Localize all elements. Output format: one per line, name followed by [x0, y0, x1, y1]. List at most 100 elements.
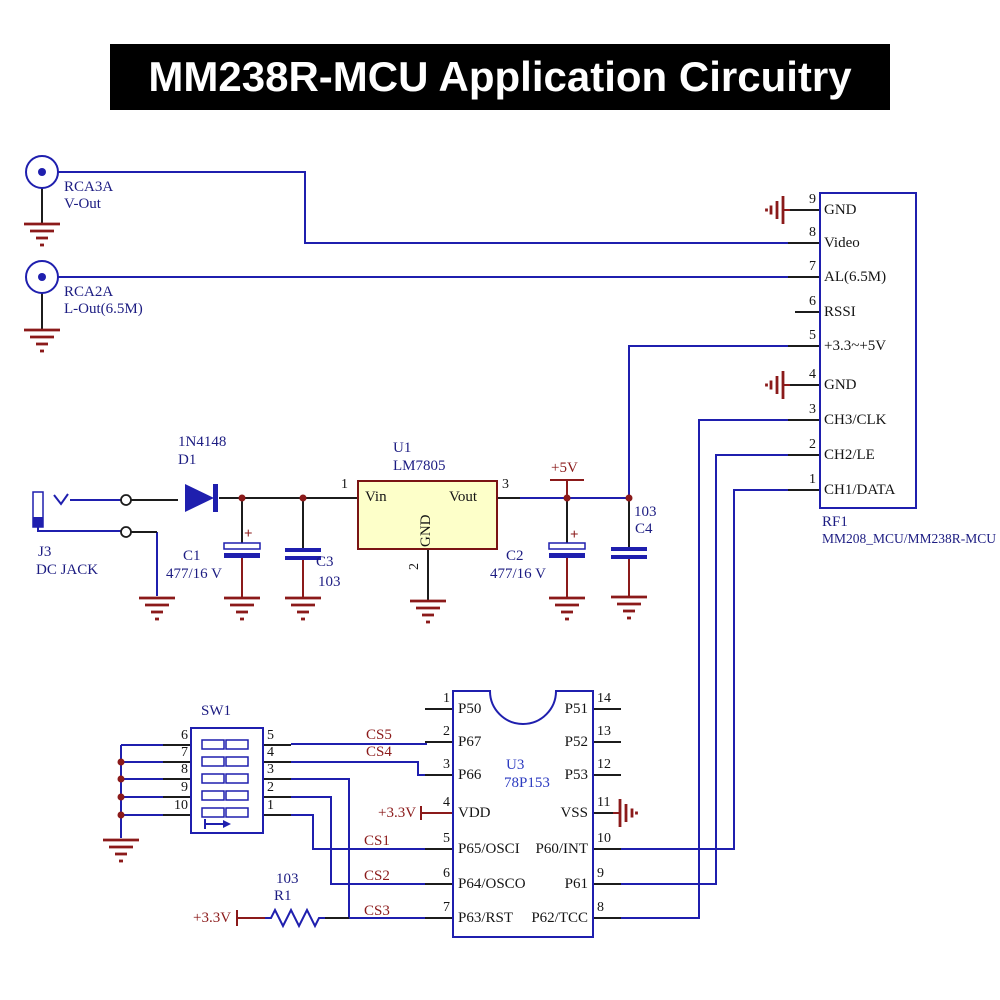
u1-part: LM7805 — [393, 458, 446, 474]
u3-pin2-number: 2 — [443, 724, 450, 739]
rf1-pin-ch2-le: CH2/LE — [824, 447, 875, 463]
u1-pin3-number: 3 — [502, 477, 509, 492]
u1-pin2-number: 2 — [407, 563, 422, 570]
rca2a-net: L-Out(6.5M) — [64, 301, 143, 317]
u3-pin12-number: 12 — [597, 757, 611, 772]
rca2a-ref: RCA2A — [64, 284, 114, 300]
pin-stubs — [41, 188, 820, 919]
u3-pin8-number: 8 — [597, 900, 604, 915]
sw1-ref: SW1 — [201, 703, 231, 719]
dc-jack-icon — [32, 491, 132, 538]
rf1-pin-gnd-9: GND — [824, 202, 857, 218]
c1-ref: C1 — [183, 548, 201, 564]
u1-pin-vin: Vin — [365, 489, 387, 505]
u3-pin13-number: 13 — [597, 724, 611, 739]
sw1-pin3-number: 3 — [267, 762, 274, 777]
rf1-pin-ch1-data: CH1/DATA — [824, 482, 896, 498]
u1-body — [357, 480, 498, 550]
c4-value: 103 — [634, 504, 657, 520]
c1-plus-icon: + — [244, 526, 253, 542]
net-cs5: CS5 — [366, 727, 392, 743]
u3-pin1-number: 1 — [443, 691, 450, 706]
net-cs2: CS2 — [364, 868, 390, 884]
r1-value: 103 — [276, 871, 299, 887]
u3-pin3-number: 3 — [443, 757, 450, 772]
capacitor-icons — [223, 542, 647, 560]
rf1-pin-ch3-clk: CH3/CLK — [824, 412, 887, 428]
u3-pin14-number: 14 — [597, 691, 611, 706]
u3-pin-vdd: VDD — [458, 805, 491, 821]
u1-pin-gnd: GND — [418, 514, 434, 548]
sw1-pin5-number: 5 — [267, 728, 274, 743]
c2-value: 477/16 V — [490, 566, 546, 582]
u3-pin-p67: P67 — [458, 734, 482, 750]
rf1-pin3-number: 3 — [809, 402, 816, 417]
rca-connector-icons — [25, 155, 59, 294]
net-cs4: CS4 — [366, 744, 392, 760]
u3-pin9-number: 9 — [597, 866, 604, 881]
diode-icon — [185, 484, 218, 512]
j3-part: DC JACK — [36, 562, 99, 578]
rf1-pin1-number: 1 — [809, 472, 816, 487]
rf1-pin6-number: 6 — [809, 294, 816, 309]
rf1-pin-video: Video — [824, 235, 860, 251]
c2-ref: C2 — [506, 548, 524, 564]
u1-ref: U1 — [393, 440, 412, 456]
u3-pin5-number: 5 — [443, 831, 450, 846]
u3-pin-p60-int: P60/INT — [535, 841, 589, 857]
u3-pin-p52: P52 — [564, 734, 588, 750]
u3-pin-p53: P53 — [564, 767, 588, 783]
u1-pin-vout: Vout — [449, 489, 478, 505]
u3-pin-p50: P50 — [458, 701, 482, 717]
sw1-body — [190, 727, 264, 834]
rf1-pin8-number: 8 — [809, 225, 816, 240]
d1-part: 1N4148 — [178, 434, 227, 450]
sw1-pin7-number: 7 — [181, 745, 188, 760]
u3-pin10-number: 10 — [597, 831, 611, 846]
u3-pin-p51: P51 — [564, 701, 588, 717]
sw1-pin1-number: 1 — [267, 798, 274, 813]
u3-body — [452, 690, 594, 938]
rf1-pin9-number: 9 — [809, 192, 816, 207]
u3-pin-p64-osco: P64/OSCO — [458, 876, 526, 892]
rf1-pin2-number: 2 — [809, 437, 816, 452]
rf1-pin5-number: 5 — [809, 328, 816, 343]
rca3a-ref: RCA3A — [64, 179, 114, 195]
rf1-part: MM208_MCU/MM238R-MCU — [822, 531, 997, 546]
c2-plus-icon: + — [570, 527, 579, 543]
u3-ref: U3 — [506, 757, 525, 773]
junction-dots — [117, 494, 633, 819]
u3-pin-p62-tcc: P62/TCC — [531, 910, 588, 926]
rf1-pin-al65m: AL(6.5M) — [824, 269, 887, 285]
net-plus5v: +5V — [551, 460, 578, 476]
c3-value: 103 — [318, 574, 341, 590]
net-plus33v-r1: +3.3V — [193, 910, 232, 926]
u3-pin-p66: P66 — [458, 767, 482, 783]
net-cs3: CS3 — [364, 903, 390, 919]
sw1-pin6-number: 6 — [181, 728, 188, 743]
rf1-pin7-number: 7 — [809, 259, 816, 274]
rf1-pin-rssi: RSSI — [824, 304, 856, 320]
u3-pin-p65-osci: P65/OSCI — [458, 841, 520, 857]
rf1-body — [819, 192, 917, 509]
net-plus33v-vdd: +3.3V — [378, 805, 417, 821]
sw1-pin2-number: 2 — [267, 780, 274, 795]
c3-ref: C3 — [316, 554, 334, 570]
d1-ref: D1 — [178, 452, 197, 468]
u3-pin4-number: 4 — [443, 795, 450, 810]
sw1-pin8-number: 8 — [181, 762, 188, 777]
rf1-pin4-number: 4 — [809, 367, 816, 382]
u1-pin1-number: 1 — [341, 477, 348, 492]
j3-ref: J3 — [38, 544, 52, 560]
net-cs1: CS1 — [364, 833, 390, 849]
rf1-ref: RF1 — [822, 514, 848, 530]
title-banner: MM238R-MCU Application Circuitry — [110, 44, 890, 110]
u3-pin-vss: VSS — [560, 805, 588, 821]
u3-pin11-number: 11 — [597, 795, 611, 810]
r1-ref: R1 — [274, 888, 292, 904]
u3-part: 78P153 — [504, 775, 550, 791]
u3-pin6-number: 6 — [443, 866, 450, 881]
signal-wires — [37, 171, 788, 919]
